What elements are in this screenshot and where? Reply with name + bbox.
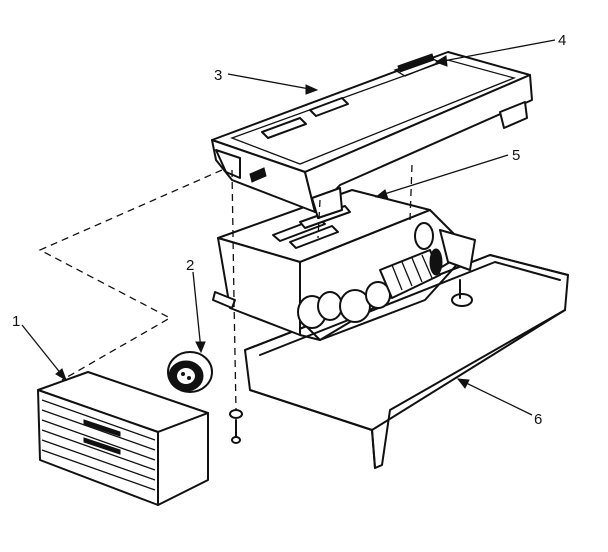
callout-4: 4 [558, 32, 566, 49]
callout-3: 3 [214, 67, 222, 84]
callout-2: 2 [186, 257, 194, 274]
leader-lines [21, 39, 556, 416]
part-4-indicator [397, 53, 435, 73]
callout-labels: 1 2 3 4 5 6 [12, 32, 566, 428]
callout-5: 5 [512, 147, 520, 164]
part-5-chassis [212, 189, 476, 341]
alignment-lines [38, 164, 413, 411]
part-1-front-grille [37, 371, 209, 506]
screw [229, 409, 243, 444]
part-2-knob [167, 351, 213, 393]
callout-1: 1 [12, 313, 20, 330]
part-3-top-cover [211, 51, 533, 219]
callout-6: 6 [534, 411, 542, 428]
